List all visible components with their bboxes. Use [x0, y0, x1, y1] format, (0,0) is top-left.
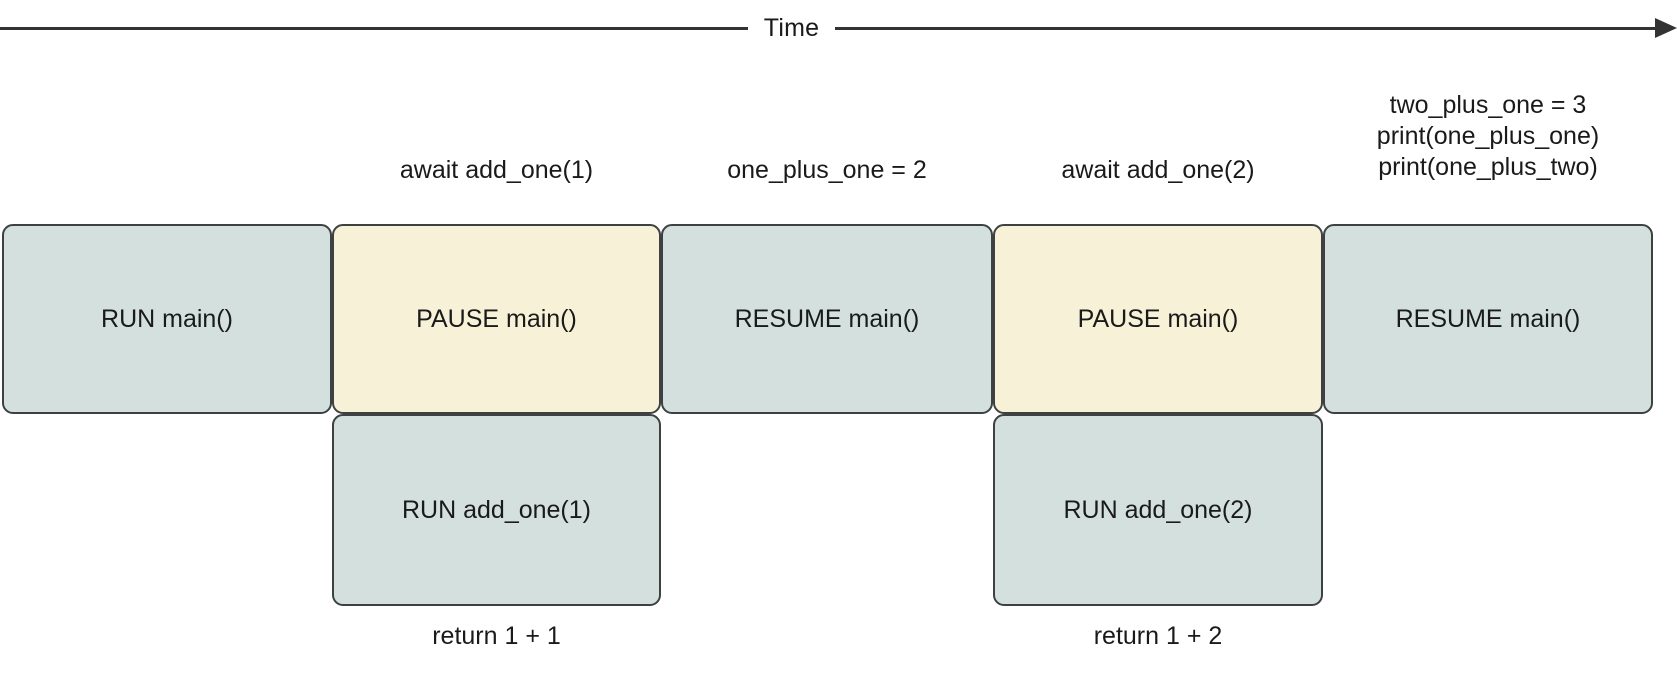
box-pause-main-1[interactable]: PAUSE main(): [332, 224, 661, 414]
time-axis-label: Time: [763, 14, 820, 42]
label-one-plus-one: one_plus_one = 2: [727, 156, 927, 184]
label-await-add-one-1: await add_one(1): [399, 156, 594, 184]
box-run-add-one-2[interactable]: RUN add_one(2): [993, 414, 1323, 606]
box-run-main[interactable]: RUN main(): [2, 224, 332, 414]
label-await-add-one-2: await add_one(2): [1061, 156, 1255, 184]
box-resume-main-1[interactable]: RESUME main(): [661, 224, 993, 414]
box-pause-main-2[interactable]: PAUSE main(): [993, 224, 1323, 414]
label-final-statements: two_plus_one = 3 print(one_plus_one) pri…: [1376, 91, 1600, 181]
time-axis-line-right: [835, 27, 1658, 30]
time-axis: Time: [0, 0, 1677, 56]
label-return-1-plus-2: return 1 + 2: [1093, 622, 1223, 650]
label-return-1-plus-1: return 1 + 1: [432, 622, 561, 650]
time-axis-line-left: [0, 27, 748, 30]
box-run-add-one-1[interactable]: RUN add_one(1): [332, 414, 661, 606]
arrow-right-icon: [1655, 18, 1677, 38]
box-resume-main-2[interactable]: RESUME main(): [1323, 224, 1653, 414]
